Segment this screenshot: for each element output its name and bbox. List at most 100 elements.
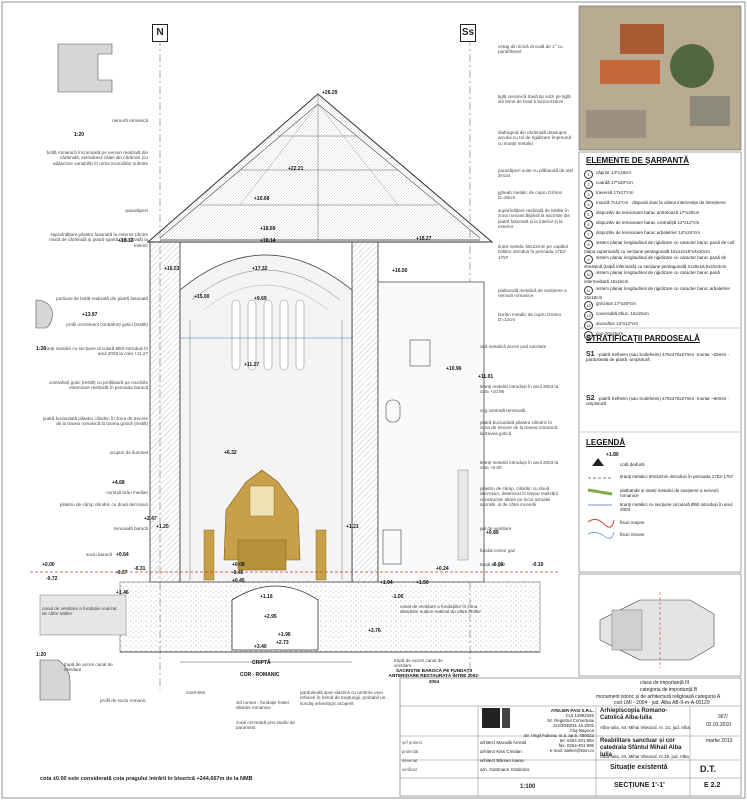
level-marker: +2.73 <box>276 640 289 646</box>
annotation-left: tiranți metalici cu secțiune circulară Ø… <box>43 346 148 357</box>
level-marker: +22.21 <box>288 166 304 172</box>
beneficiary-address: Alba-Iulia, str. Mihai Viteazul, nr. 21,… <box>600 725 690 730</box>
level-marker: +10.68 <box>254 196 270 202</box>
annotation-right: tiranți metalici introduși în anul 2003 … <box>480 460 559 471</box>
annotation-bottom: profil de soclu romanic <box>100 698 146 703</box>
importance-class: clasa de importanță III <box>640 680 690 686</box>
plinth-profile-detail <box>39 659 71 701</box>
level-marker: +1.04 <box>380 580 393 586</box>
author-name: arhitect Kiss Cristian <box>480 749 522 754</box>
annotation-right: teuță de gaz <box>480 562 506 567</box>
firm-email: e-mail: atelier@kmn.ro <box>549 748 594 753</box>
crypt-label: CRIPTĂ <box>252 660 271 666</box>
design-phase: D.T. <box>700 764 717 774</box>
level-marker: -0.10 <box>532 562 544 568</box>
importance-category: categoria de importanță B <box>640 687 698 693</box>
level-marker: -0.00 <box>492 562 504 568</box>
annotation-left: tencuială barocă <box>114 526 148 531</box>
floor-layer-s2: S2-piatră Kelheim (sau Sodeheim) 475x475… <box>586 395 729 407</box>
drawing-status: Situație existentă <box>610 764 668 771</box>
level-marker: -0.72 <box>46 576 58 582</box>
level-marker: +1.46 <box>116 590 129 596</box>
annotation-left: canal de ventilare a fundației realizat … <box>42 606 117 617</box>
annotation-bottom: pardoseală spor elastică cu umbrire unei… <box>300 690 386 706</box>
annotation-right: platbandă metalică de susținere a nervur… <box>498 288 567 299</box>
level-marker: +1.96 <box>278 632 291 638</box>
level-marker: +2.47 <box>144 516 157 522</box>
annotation-right: cetag din tinică zincată de 1° cu parafr… <box>498 44 563 55</box>
firm-fax: fax: 0264-401.995 <box>558 743 594 748</box>
annotation-left: portiune de boltă realizată din piatră f… <box>56 296 148 301</box>
legend-item: fisuri majore <box>620 520 645 525</box>
project-address: Alba-Iulia, str. Mihai Viteazul, nr.19, … <box>600 754 689 759</box>
level-marker: +0.45 <box>232 578 245 584</box>
sheet-number: E 2.2 <box>704 782 721 789</box>
annotation-right: ușă metalică acces pod sacristie <box>480 344 547 349</box>
beneficiary-name: Arhiepiscopia Romano-Catolică Alba-Iulia <box>600 708 668 721</box>
author-name: arhitect Bărsan Ioana <box>480 758 524 763</box>
level-marker: +3.76 <box>368 628 381 634</box>
site-aerial-photo <box>578 5 742 151</box>
role-label: șef proiect <box>402 740 422 745</box>
level-marker: +13.97 <box>82 312 98 318</box>
level-marker: +16.50 <box>392 268 408 274</box>
project-title: Reabilitare sanctuar și cor catedrala Sf… <box>600 738 682 758</box>
legend-sample-level: +1.80 <box>606 452 619 458</box>
level-marker: +0.89 <box>486 530 499 536</box>
info-panel <box>578 151 742 573</box>
roof-truss <box>146 93 494 243</box>
annotation-bottom: trapă de acces canal de ventilare <box>394 658 443 669</box>
firm-city: Cluj-Napoca <box>569 728 594 733</box>
choir-label: COR - ROMANIC <box>240 672 280 678</box>
drawing-scale: 1:100 <box>520 784 536 790</box>
level-marker: +26.29 <box>322 90 338 96</box>
annotation-bottom: trapă de acces canal de ventilare <box>64 662 113 673</box>
legend-item: cotă dedusă <box>620 462 645 467</box>
monument-category: monument istoric și de arhitectură relig… <box>596 694 721 700</box>
level-marker: +9.69 <box>254 296 267 302</box>
annotation-right: fundal contor gaz <box>480 548 516 553</box>
level-marker: -1.00 <box>392 594 404 600</box>
annotation-right: burlan metalic de cupru Grömo D=12cm <box>498 312 562 323</box>
level-marker: +1.21 <box>346 524 359 530</box>
level-marker: +17.32 <box>252 266 268 272</box>
annotation-bottom: zid roman - fundație fostei absidei roma… <box>236 700 289 711</box>
baroque-altar <box>203 469 327 581</box>
roof-elements-title: ELEMENTE DE ȘARPANTĂ <box>586 156 689 165</box>
floor-layer-s1: S1-piatră Kelheim (sau Sodeheim) 475x475… <box>586 351 729 363</box>
scale-mark-bottom: 1:20 <box>36 652 47 658</box>
level-marker: +11.27 <box>244 362 260 368</box>
floor-layer-code: S1 <box>586 351 595 358</box>
project-number: 367/ <box>718 714 728 720</box>
role-label: desenat <box>402 758 418 763</box>
annotation-right: diafragmă din cărămidă deasupra arcului … <box>498 130 572 146</box>
annotation-right: supraînălțare realizată de Möller în zon… <box>498 208 571 230</box>
level-marker: -0.45 <box>232 570 244 576</box>
annotation-left: piatră buciardată pilastru cilindric în … <box>42 416 148 427</box>
level-marker: +18.14 <box>260 238 276 244</box>
firm-reg: Nr. Registrul Comerțului J12/3049/31.10.… <box>547 718 594 728</box>
level-marker: +6.32 <box>224 450 237 456</box>
annotation-left: supraînălțare pilastru fasonată la exter… <box>49 232 148 248</box>
level-marker: +3.40 <box>254 644 267 650</box>
level-marker: +1.16 <box>260 594 273 600</box>
scale-mark-mid: 1:20 <box>36 346 47 352</box>
level-marker: +1.20 <box>156 524 169 530</box>
level-marker: -0.37 <box>116 570 128 576</box>
annotation-right: tiranți metalici introduși în anul 2003 … <box>480 384 559 395</box>
level-marker: -0.31 <box>134 566 146 572</box>
ground-section <box>30 571 560 663</box>
annotation-right: pilastru de câmp, cilindric cu două decr… <box>480 486 558 508</box>
role-label: verificat <box>402 767 417 772</box>
annotation-right: jgheab metalic de cupru Grömo D=28cm <box>498 190 563 201</box>
